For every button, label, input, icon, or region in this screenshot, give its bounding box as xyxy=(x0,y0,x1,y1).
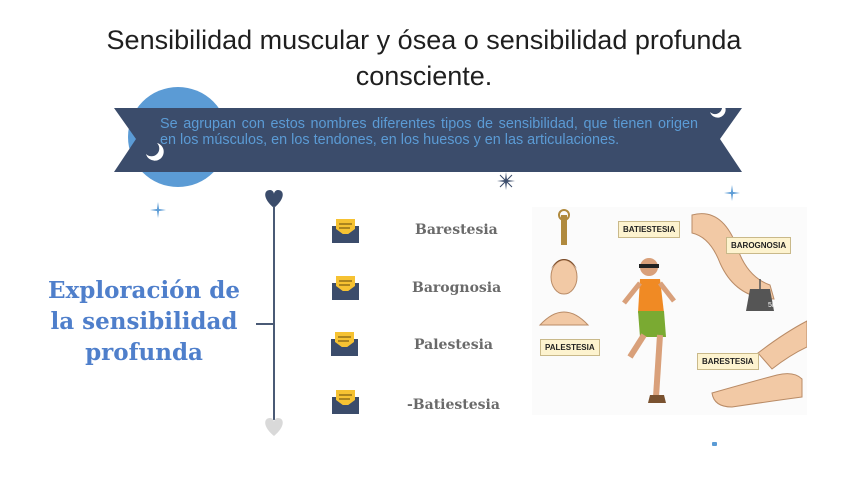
list-item xyxy=(332,217,360,247)
tag-barestesia: BARESTESIA xyxy=(697,353,759,370)
timeline xyxy=(256,190,283,436)
item-label: -Batiestesia xyxy=(407,397,500,413)
illustration: 5K BATIESTESIA BAROGNOSIA PALESTESIA BAR… xyxy=(532,207,807,415)
sparkle-icon xyxy=(724,185,740,201)
illustration-drawing: 5K xyxy=(538,209,807,408)
heart-icon xyxy=(265,190,283,208)
section-heading: Exploración de la sensibilidad profunda xyxy=(48,277,240,366)
envelope-icon xyxy=(332,390,359,414)
envelope-icon xyxy=(332,219,359,243)
list-item xyxy=(332,388,360,418)
weight-label: 5K xyxy=(768,302,777,309)
tag-palestesia: PALESTESIA xyxy=(540,339,600,356)
sparkle-icon xyxy=(497,172,515,190)
banner-text: Se agrupan con estos nombres diferentes … xyxy=(160,116,698,148)
dot-decoration xyxy=(712,442,717,446)
envelope-icon xyxy=(331,332,358,356)
banner-graphic xyxy=(114,87,742,187)
envelope-icon xyxy=(332,276,359,300)
list-item xyxy=(331,330,359,360)
tag-barognosia: BAROGNOSIA xyxy=(726,237,792,254)
item-label: Palestesia xyxy=(414,337,493,353)
banner-ribbon xyxy=(114,108,742,172)
item-label: Barestesia xyxy=(415,222,498,238)
heart-icon xyxy=(265,418,283,436)
item-label: Barognosia xyxy=(412,280,502,296)
sparkle-icon xyxy=(150,202,166,218)
moon-icon xyxy=(146,143,164,161)
moon-icon xyxy=(710,102,726,118)
slide-title: Sensibilidad muscular y ósea o sensibili… xyxy=(106,25,742,91)
tag-batiestesia: BATIESTESIA xyxy=(618,221,681,238)
list-item xyxy=(332,274,360,304)
